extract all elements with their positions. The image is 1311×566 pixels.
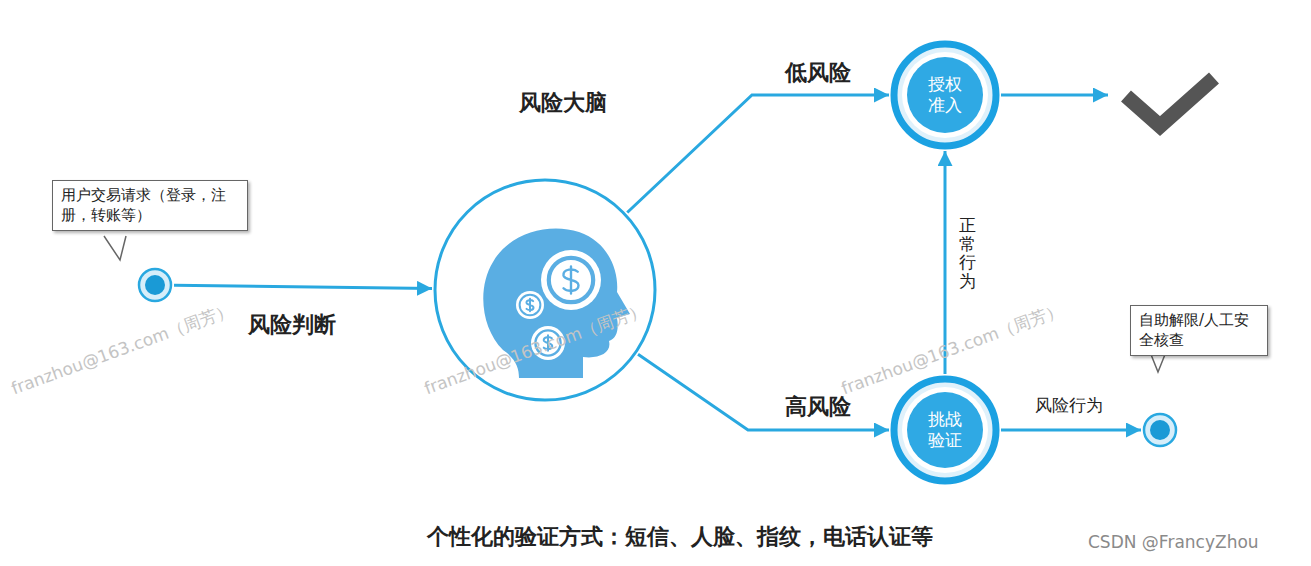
- text-frame: 授权准入: [890, 40, 1000, 150]
- edge-label: 风险判断: [245, 310, 339, 340]
- flow-arrow: [174, 285, 432, 288]
- authorize-circle: 授权准入: [890, 40, 1000, 150]
- inner-disc: [907, 392, 983, 468]
- edge-label: 高风险: [782, 392, 854, 422]
- challenge-circle: 挑战验证: [890, 375, 1000, 485]
- text-frame: 挑战验证: [890, 375, 1000, 485]
- end-dot: 自助解限/人工安全核查: [1142, 412, 1178, 448]
- caption: 个性化的验证方式：短信、人脸、指纹，电话认证等: [427, 522, 933, 552]
- ring-gap: [902, 387, 988, 473]
- dot-ring: [139, 269, 171, 301]
- dot-ring: [1144, 414, 1176, 446]
- node-text: 挑战验证: [926, 409, 963, 452]
- flow-arrow: [627, 95, 889, 213]
- callout-tail: [104, 236, 126, 260]
- approve-arrow: [1001, 94, 1108, 97]
- edge-label: 正常行为: [958, 214, 977, 293]
- check-mark: [1126, 78, 1214, 126]
- callout-text: 自助解限/人工安全核查: [1130, 305, 1268, 356]
- node-heading: 风险大脑: [519, 88, 607, 118]
- dot-core: [1150, 420, 1170, 440]
- coin-rim: [520, 295, 541, 316]
- flow-arrow: [1001, 429, 1141, 432]
- coin: [516, 291, 544, 319]
- dollar-sign: [563, 267, 578, 294]
- dollar-sign: [526, 299, 533, 312]
- inner-disc: [907, 57, 983, 133]
- edge-label: 风险行为: [1032, 394, 1106, 417]
- ring-gap: [902, 52, 988, 138]
- edge-label: 低风险: [782, 58, 854, 88]
- watermark: franzhou@163.com（周芳）: [8, 299, 236, 401]
- outer-ring: [894, 44, 996, 146]
- outer-ring: [894, 379, 996, 481]
- source-mark: CSDN @FrancyZhou: [1088, 532, 1259, 552]
- dot-core: [145, 275, 165, 295]
- coin: [541, 250, 601, 310]
- dot-shape: [1142, 412, 1178, 448]
- start-dot: 用户交易请求（登录，注册，转账等）: [137, 267, 173, 303]
- callout-text: 用户交易请求（登录，注册，转账等）: [52, 180, 248, 231]
- node-text: 授权准入: [926, 74, 963, 117]
- dot-shape: [137, 267, 173, 303]
- coin-rim: [549, 258, 593, 302]
